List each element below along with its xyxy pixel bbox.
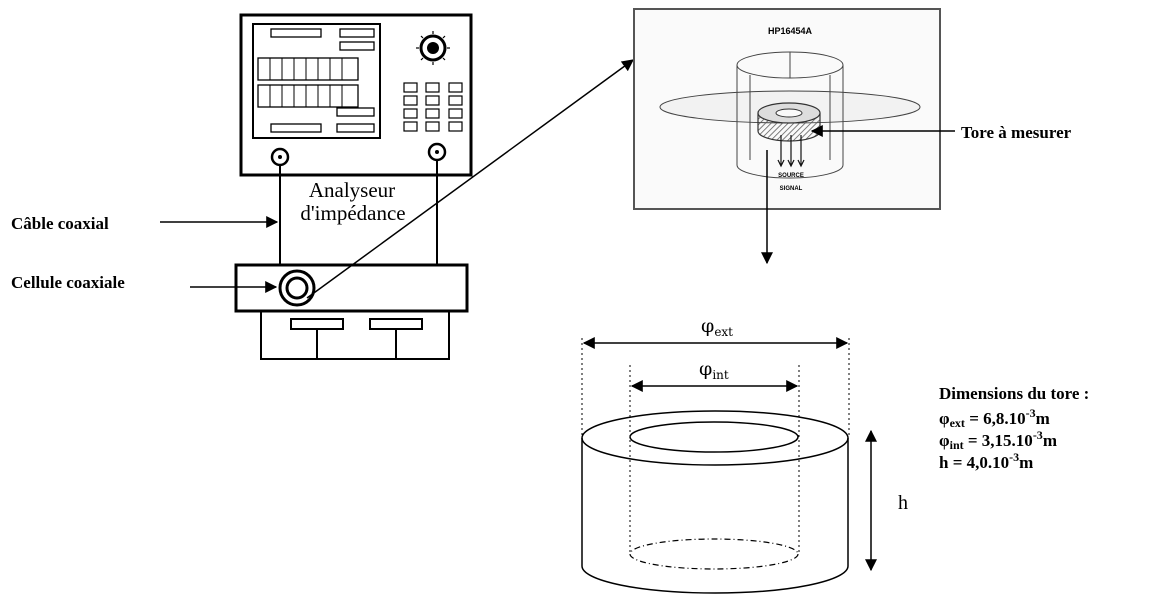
- dimension-int: φint = 3,15.10-3m: [939, 428, 1057, 452]
- analyzer-case: [239, 13, 473, 177]
- cell-slot-right: [369, 318, 423, 330]
- fixture-drawing: [659, 51, 921, 179]
- dimensions-title: Dimensions du tore :: [939, 384, 1089, 403]
- analyzer-dial-knob: [416, 31, 450, 65]
- analyzer-title-line2: d'impédance: [300, 201, 405, 225]
- fixture-photo: HP16454A SOURCE SIGNAL: [633, 8, 941, 210]
- label-toroid: Tore à mesurer: [961, 123, 1072, 142]
- photo-model-label: HP16454A: [768, 26, 813, 36]
- cell-connector: [278, 269, 316, 307]
- analyzer-port-right: [427, 142, 447, 162]
- dimension-guides: [581, 338, 850, 555]
- photo-signal-label: SIGNAL: [780, 186, 803, 192]
- height-label: h: [898, 492, 908, 514]
- photo-source-label: SOURCE: [778, 173, 804, 179]
- toroid-outer-wall: [581, 438, 849, 594]
- toroid-body: [581, 410, 849, 594]
- coaxial-cables: [279, 160, 438, 265]
- dimension-ext: φext = 6,8.10-3m: [939, 406, 1050, 430]
- cell-slot-left: [290, 318, 344, 330]
- phi-ext-label: φext: [701, 315, 733, 339]
- toroid-3d-drawing: φext φint h: [581, 315, 908, 594]
- analyzer-screen: [252, 23, 381, 139]
- dimensions-legend: Dimensions du tore : φext = 6,8.10-3m φi…: [939, 384, 1089, 472]
- toroid-in-fixture: [757, 102, 821, 142]
- label-coaxial-cable: Câble coaxial: [11, 214, 109, 233]
- toroid-top-outer: [581, 410, 849, 466]
- toroid-top-inner: [629, 421, 799, 453]
- cell-body: [234, 263, 469, 313]
- arrow-cell-to-fixture-photo: [306, 59, 634, 299]
- analyzer-title-line1: Analyseur: [309, 178, 395, 202]
- phi-int-label: φint: [699, 358, 729, 382]
- analyzer-display-blocks: [257, 28, 375, 133]
- cell-base: [260, 310, 450, 360]
- coaxial-cell: [234, 263, 469, 360]
- analyzer-keypad: [403, 82, 463, 132]
- dimension-height: h = 4,0.10-3m: [939, 450, 1033, 472]
- impedance-analyzer: Analyseur d'impédance: [239, 13, 473, 225]
- toroid-bottom-inner-hidden: [629, 538, 799, 570]
- analyzer-port-left: [270, 147, 290, 167]
- label-coaxial-cell: Cellule coaxiale: [11, 273, 125, 292]
